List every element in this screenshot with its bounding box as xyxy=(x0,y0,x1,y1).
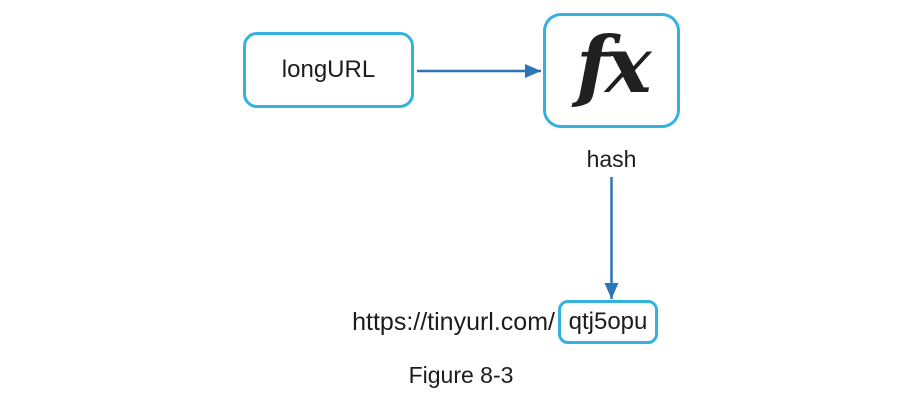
hash-label: hash xyxy=(586,146,637,172)
hash-value-label: qtj5opu xyxy=(568,308,648,335)
longurl-node: longURL xyxy=(243,32,414,108)
hash-function-node: fx xyxy=(543,13,680,128)
figure-caption: Figure 8-3 xyxy=(408,362,514,388)
longurl-label: longURL xyxy=(281,56,376,83)
hash-value-node: qtj5opu xyxy=(558,300,658,344)
short-url-row: https://tinyurl.com/ qtj5opu xyxy=(0,300,658,344)
function-icon: fx xyxy=(576,19,651,111)
short-url-prefix: https://tinyurl.com/ xyxy=(352,307,555,336)
